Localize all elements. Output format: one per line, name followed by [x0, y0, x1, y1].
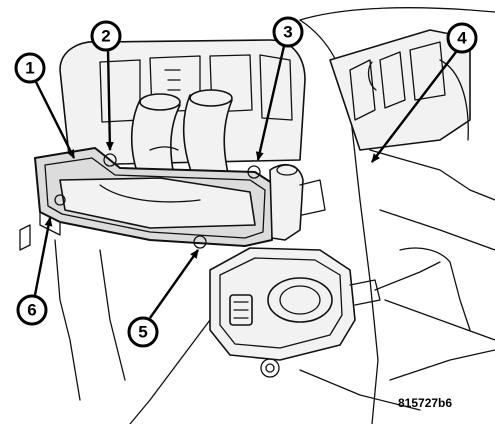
- leader-2: [105, 49, 114, 151]
- callout-5-label: 5: [138, 323, 147, 342]
- leader-5: [149, 249, 199, 319]
- callout-4: 4: [446, 22, 478, 54]
- upper-ductwork: [59, 39, 306, 166]
- callout-5: 5: [127, 316, 159, 348]
- leader-lines: [33, 45, 457, 319]
- leader-4: [371, 51, 457, 163]
- figure-reference: 815727b6: [398, 396, 452, 410]
- left-support: [19, 224, 126, 401]
- dash-housing: [299, 7, 495, 424]
- leader-1: [33, 79, 76, 159]
- heater-core-housing: [34, 147, 276, 249]
- heater-core-tubes: [130, 89, 233, 183]
- actuator-motor: [129, 247, 441, 424]
- leader-3: [255, 45, 286, 161]
- callout-1: 1: [14, 52, 46, 84]
- callout-4-label: 4: [457, 29, 467, 48]
- leader-6: [33, 217, 53, 296]
- callout-3-label: 3: [283, 23, 292, 42]
- callout-2-label: 2: [101, 27, 110, 46]
- callout-2: 2: [90, 20, 122, 52]
- callout-3: 3: [272, 16, 304, 48]
- callout-6: 6: [16, 294, 48, 326]
- pipe-fitting: [269, 164, 326, 241]
- callout-1-label: 1: [25, 59, 34, 78]
- callout-6-label: 6: [27, 301, 36, 320]
